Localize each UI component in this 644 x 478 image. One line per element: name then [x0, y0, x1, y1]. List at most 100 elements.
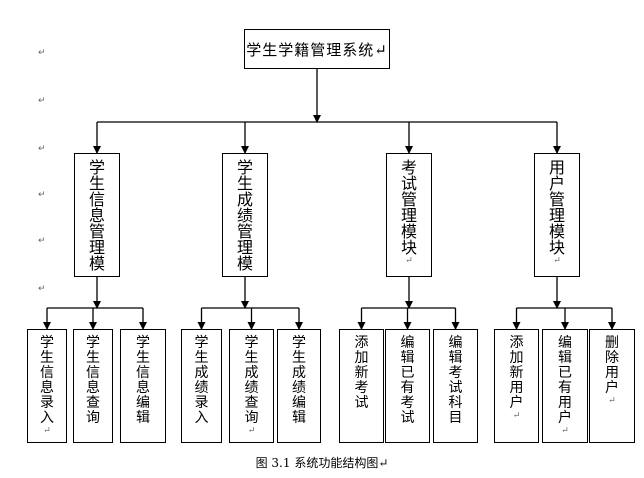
label-char: 加 [509, 350, 524, 366]
label-char: 模 [400, 222, 417, 241]
paragraph-mark: ↵ [38, 48, 46, 58]
label-char: 生 [136, 350, 150, 366]
label-char: 试 [448, 380, 463, 396]
label-char: 绩 [244, 380, 259, 396]
label-char: 用 [509, 380, 524, 396]
label-char: 绩 [236, 206, 253, 225]
label-char: 管 [548, 190, 565, 209]
label-char: 生 [236, 174, 253, 193]
label-char: 户 [548, 174, 565, 193]
label-char: 学 [292, 335, 306, 351]
label-char: 成 [244, 365, 259, 381]
label-char: 考 [400, 158, 417, 177]
paragraph-mark: ↵ [38, 96, 46, 106]
label-char: 编 [292, 395, 306, 411]
label-char: 理 [548, 206, 565, 225]
label-char: 学 [244, 335, 259, 351]
label-char: 试 [400, 174, 417, 193]
label-char: 入 [194, 410, 209, 426]
label-char: 模 [88, 254, 105, 273]
label-char: 息 [88, 206, 105, 225]
label-char: 信 [88, 190, 105, 209]
module-node-student-info: 学生信息管理模学生信息管理模 [74, 153, 120, 277]
label-char: 管 [236, 222, 253, 241]
label-char: ↵ [405, 256, 413, 266]
label-char: 理 [236, 238, 253, 257]
label-char: 信 [136, 365, 150, 381]
label-char: 户 [605, 380, 619, 396]
paragraph-mark: ↵ [38, 236, 46, 246]
leaf-node: 编辑已有考试编辑已有考试 [385, 329, 430, 443]
label-char: 辑 [292, 410, 306, 426]
label-char: 询 [244, 410, 259, 426]
label-char: 添 [354, 335, 369, 351]
label-char: 户 [558, 410, 572, 426]
label-char: 科 [448, 395, 463, 411]
leaf-node: 添加新考试添加新考试 [339, 329, 384, 443]
label-char: 有 [558, 380, 572, 396]
label-char: 有 [400, 380, 415, 396]
label-char: ↵ [608, 396, 616, 406]
label-char: 块 [400, 238, 417, 257]
label-char: 试 [400, 410, 415, 426]
label-char: 查 [86, 395, 100, 411]
label-char: 管 [88, 222, 105, 241]
label-char: 用 [605, 365, 619, 381]
label-char: 添 [509, 335, 524, 351]
label-char: 息 [136, 380, 150, 396]
label-char: 录 [40, 395, 54, 411]
label-char: 已 [400, 365, 415, 381]
paragraph-mark: ↵ [38, 190, 46, 200]
label-char: 理 [88, 238, 105, 257]
label-char: 辑 [136, 410, 150, 426]
label-char: 已 [558, 365, 572, 381]
label-char: 新 [354, 365, 369, 381]
label-char: ↵ [553, 256, 561, 266]
label-char: 生 [86, 350, 100, 366]
label-char: 学 [40, 335, 54, 351]
label-char: ↵ [43, 426, 51, 436]
label-char: 信 [86, 365, 100, 381]
label-char: ↵ [561, 426, 569, 436]
leaf-node: 学生成绩录入学生成绩录入 [181, 329, 222, 443]
label-char: 模 [236, 254, 253, 273]
label-char: 入 [40, 410, 54, 426]
leaf-node: 学生信息查询学生信息查询 [73, 329, 113, 443]
label-char: 编 [136, 395, 150, 411]
label-char: 编 [558, 335, 572, 351]
label-char: 生 [244, 350, 259, 366]
label-char: ↵ [512, 411, 521, 421]
label-char: 学 [194, 335, 209, 351]
label-char: 考 [354, 380, 369, 396]
label-char: 学 [86, 335, 100, 351]
label-char: 辑 [448, 350, 463, 366]
label-char: 试 [354, 395, 369, 411]
leaf-node: 学生信息编辑学生信息编辑 [120, 329, 166, 443]
label-char: 询 [86, 410, 100, 426]
label-char: 户 [509, 395, 524, 411]
figure-caption: 图 3.1 系统功能结构图↵ [255, 456, 389, 470]
label-char: 编 [400, 335, 415, 351]
label-char: 成 [236, 190, 253, 209]
label-char: 模 [548, 222, 565, 241]
label-char: 理 [400, 206, 417, 225]
label-char: 息 [40, 380, 54, 396]
paragraph-mark: ↵ [38, 144, 46, 154]
label-char: 学 [236, 158, 253, 177]
label-char: 辑 [558, 350, 572, 366]
label-char: 录 [194, 395, 209, 411]
label-char: 编 [448, 335, 463, 351]
label-char: 息 [86, 380, 100, 396]
label-char: 学 [88, 158, 105, 177]
label-char: 生 [194, 350, 209, 366]
label-char: 除 [605, 350, 619, 366]
label-char: ↵ [247, 426, 256, 436]
